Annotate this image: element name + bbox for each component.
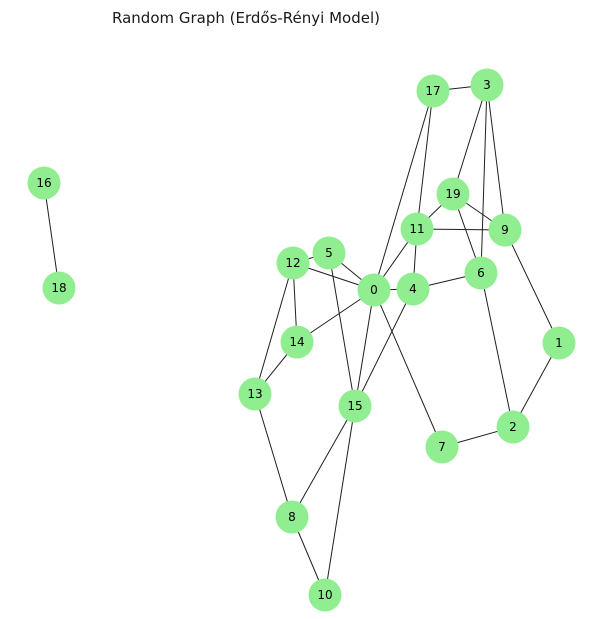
graph-edge-12-13 [254,262,294,395]
graph-node-11 [400,212,434,246]
graph-node-9 [488,213,522,247]
graph-edge-3-6 [480,84,488,274]
graph-node-15 [338,389,372,423]
graph-edge-3-19 [452,84,488,195]
graph-node-4 [396,272,430,306]
graph-edge-0-15 [354,289,375,407]
node-layer [27,68,576,612]
graph-edge-17-11 [416,90,434,230]
graph-node-7 [425,430,459,464]
graph-edge-2-6 [480,272,514,428]
graph-edge-7-0 [373,289,443,448]
graph-edge-3-9 [486,84,506,231]
graph-node-2 [496,410,530,444]
graph-node-10 [308,578,342,612]
graph-edge-15-8 [291,405,356,518]
graph-node-16 [27,166,61,200]
graph-node-1 [542,326,576,360]
chart-title: Random Graph (Erdős-Rényi Model) [112,9,380,27]
graph-node-3 [470,68,504,102]
graph-edge-5-15 [328,252,356,407]
graph-node-18 [42,271,76,305]
graph-node-14 [280,325,314,359]
graph-edge-13-8 [254,393,293,518]
graph-node-13 [238,377,272,411]
graph-edge-9-1 [504,229,560,344]
graph-node-0 [357,273,391,307]
graph-node-12 [276,246,310,280]
graph-node-17 [416,74,450,108]
graph-edge-4-15 [354,288,414,407]
graph-edge-17-0 [373,90,434,291]
graph-edge-16-18 [43,182,60,289]
graph-node-5 [312,236,346,270]
graph-node-19 [436,177,470,211]
graph-node-6 [464,256,498,290]
graph-node-8 [275,500,309,534]
graph-edge-15-10 [324,405,356,596]
